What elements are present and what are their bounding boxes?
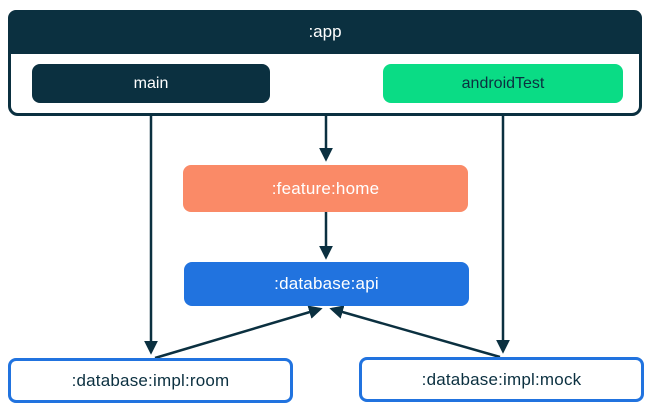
node-main-label: main [133,74,169,92]
node-database-impl-mock-label: :database:impl:mock [421,369,582,389]
node-app-header: :app [8,10,642,54]
node-database-impl-room-label: :database:impl:room [71,370,230,390]
edge-impl-room-to-database-api [154,305,323,360]
node-database-impl-mock: :database:impl:mock [359,357,644,402]
node-app: :app main androidTest [8,10,642,116]
node-database-impl-room: :database:impl:room [8,358,293,403]
node-source-set-main: main [32,64,270,103]
edge-impl-mock-to-database-api [329,305,501,359]
node-feature-home-label: :feature:home [271,178,380,198]
node-source-set-androidtest: androidTest [383,64,623,103]
node-feature-home: :feature:home [183,165,468,212]
node-androidtest-label: androidTest [461,74,545,92]
node-database-api-label: :database:api [274,274,379,293]
node-app-label: :app [308,22,342,41]
node-database-api: :database:api [184,262,469,306]
